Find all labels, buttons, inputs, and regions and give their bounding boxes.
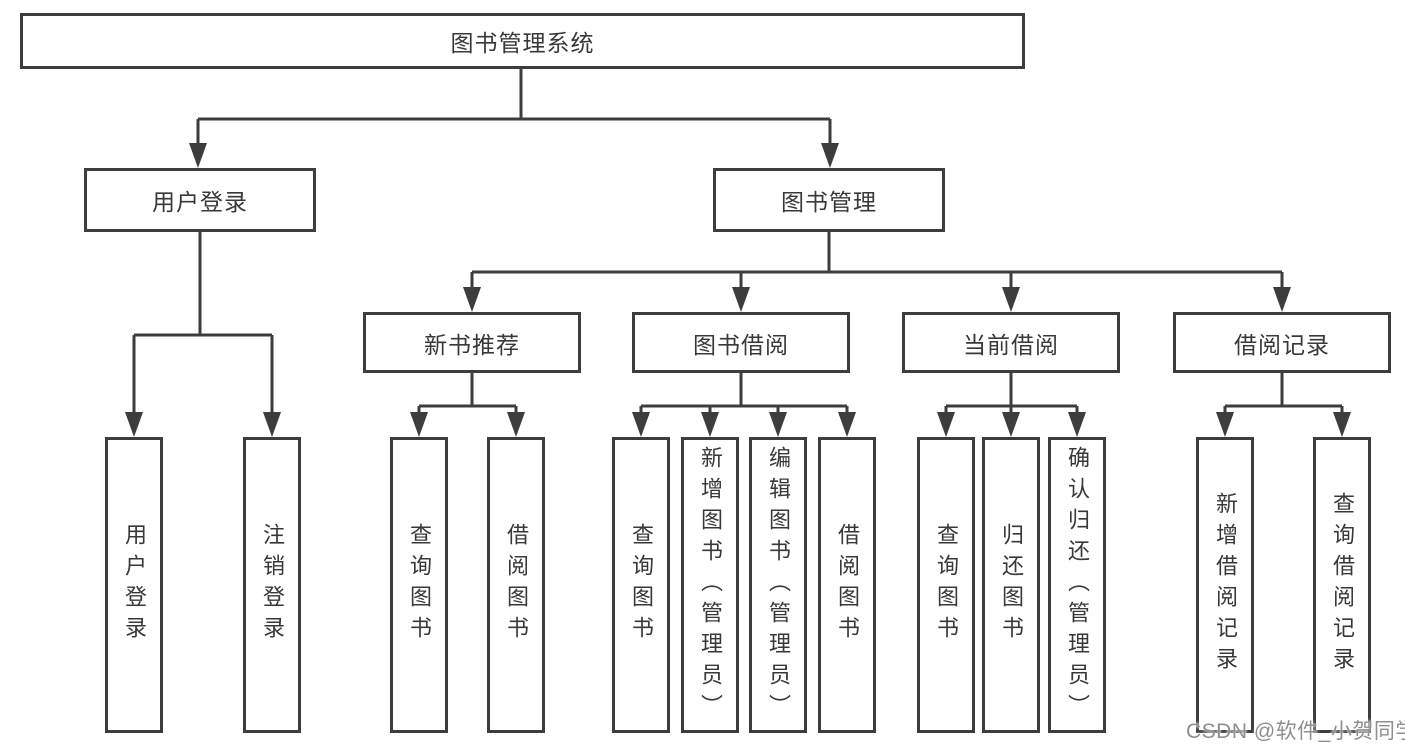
leaf-current-return-books: 归还图书 [982, 437, 1040, 733]
node-borrowing-records-label: 借阅记录 [1234, 331, 1330, 358]
leaf-records-query-record-label: 查询借阅记录 [1330, 492, 1355, 678]
watermark: CSDN @软件_小贺同学 [1186, 720, 1405, 743]
node-root: 图书管理系统 [20, 13, 1025, 69]
leaf-records-add-record: 新增借阅记录 [1196, 437, 1254, 733]
leaf-newrec-query-books-label: 查询图书 [407, 523, 432, 647]
leaf-borrow-borrow-books-label: 借阅图书 [835, 523, 860, 647]
node-current-borrowing-label: 当前借阅 [963, 331, 1059, 358]
leaf-user-login: 用户登录 [105, 437, 163, 733]
leaf-borrow-add-books-admin-label: 新增图书（管理员） [698, 445, 723, 725]
node-book-borrowing-label: 图书借阅 [693, 331, 789, 358]
leaf-newrec-borrow-books-label: 借阅图书 [504, 523, 529, 647]
node-book-borrowing: 图书借阅 [632, 312, 850, 373]
node-new-book-recommendation: 新书推荐 [363, 312, 581, 373]
node-new-book-recommendation-label: 新书推荐 [424, 331, 520, 358]
leaf-borrow-add-books-admin: 新增图书（管理员） [681, 437, 739, 733]
leaf-current-confirm-return-admin: 确认归还（管理员） [1048, 437, 1106, 733]
leaf-current-confirm-return-admin-label: 确认归还（管理员） [1065, 445, 1090, 725]
leaf-current-return-books-label: 归还图书 [999, 523, 1024, 647]
leaf-borrow-query-books-label: 查询图书 [629, 523, 654, 647]
leaf-borrow-borrow-books: 借阅图书 [818, 437, 876, 733]
leaf-records-query-record: 查询借阅记录 [1313, 437, 1371, 733]
leaf-records-add-record-label: 新增借阅记录 [1213, 492, 1238, 678]
leaf-borrow-query-books: 查询图书 [612, 437, 670, 733]
leaf-logout: 注销登录 [243, 437, 301, 733]
node-book-management: 图书管理 [713, 168, 945, 232]
leaf-current-query-books-label: 查询图书 [934, 523, 959, 647]
node-book-management-label: 图书管理 [781, 189, 877, 215]
leaf-logout-label: 注销登录 [260, 523, 285, 647]
leaf-borrow-edit-books-admin-label: 编辑图书（管理员） [766, 445, 791, 725]
leaf-newrec-borrow-books: 借阅图书 [487, 437, 545, 733]
node-user-login: 用户登录 [84, 168, 316, 232]
leaf-current-query-books: 查询图书 [917, 437, 975, 733]
leaf-newrec-query-books: 查询图书 [390, 437, 448, 733]
leaf-borrow-edit-books-admin: 编辑图书（管理员） [749, 437, 807, 733]
node-borrowing-records: 借阅记录 [1173, 312, 1391, 373]
node-current-borrowing: 当前借阅 [902, 312, 1120, 373]
leaf-user-login-label: 用户登录 [122, 523, 147, 647]
node-user-login-label: 用户登录 [152, 189, 248, 215]
node-root-label: 图书管理系统 [450, 30, 595, 56]
